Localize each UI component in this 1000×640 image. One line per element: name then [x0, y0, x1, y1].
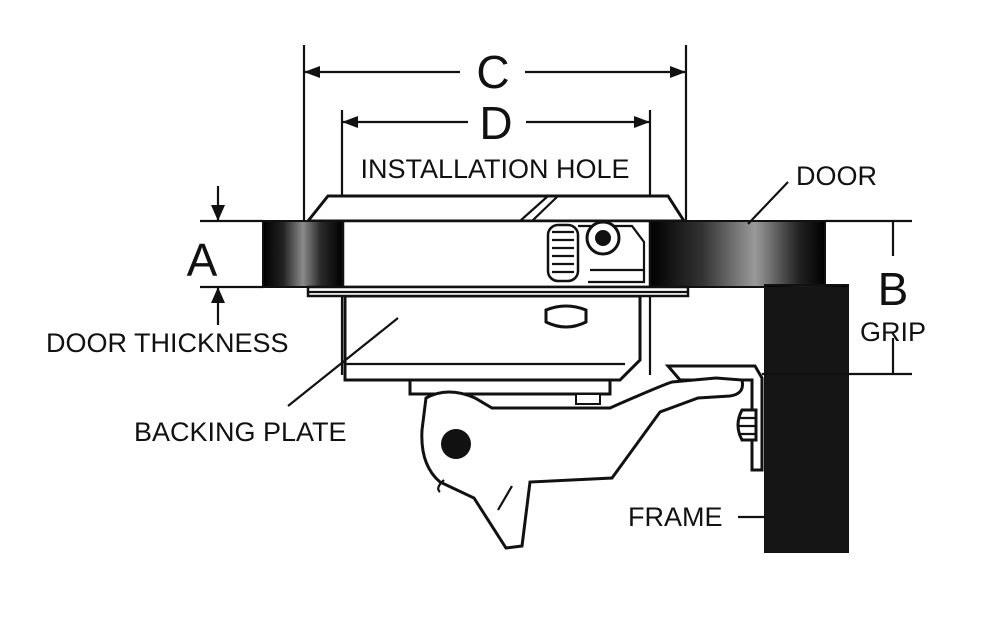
pivot-pin-bottom-icon: [441, 429, 471, 459]
installation-hole-label: INSTALLATION HOLE: [360, 154, 629, 184]
door-callout: DOOR: [747, 161, 877, 225]
latch-internals: [519, 195, 646, 284]
frame-callout: FRAME: [628, 502, 765, 532]
frame: [664, 221, 849, 553]
latch-body: [304, 194, 687, 396]
dimension-c: C: [302, 45, 688, 220]
frame-label: FRAME: [628, 502, 723, 532]
dimension-a: A: [187, 186, 263, 325]
door-panel: [262, 219, 826, 289]
door-label: DOOR: [796, 161, 877, 191]
door-thickness-label: DOOR THICKNESS: [46, 328, 289, 358]
dim-a-label: A: [187, 234, 218, 286]
grip-label: GRIP: [860, 317, 926, 347]
dimension-b: B GRIP: [762, 219, 926, 376]
backing-plate-callout: BACKING PLATE: [134, 317, 399, 447]
backing-plate-label: BACKING PLATE: [134, 417, 347, 447]
dim-d-label: D: [479, 97, 512, 149]
dim-c-label: C: [476, 46, 509, 98]
backing-plate: [306, 285, 690, 298]
dim-b-label: B: [878, 263, 909, 315]
cam-pawl: [420, 376, 744, 550]
dimension-d: D: [340, 97, 652, 375]
